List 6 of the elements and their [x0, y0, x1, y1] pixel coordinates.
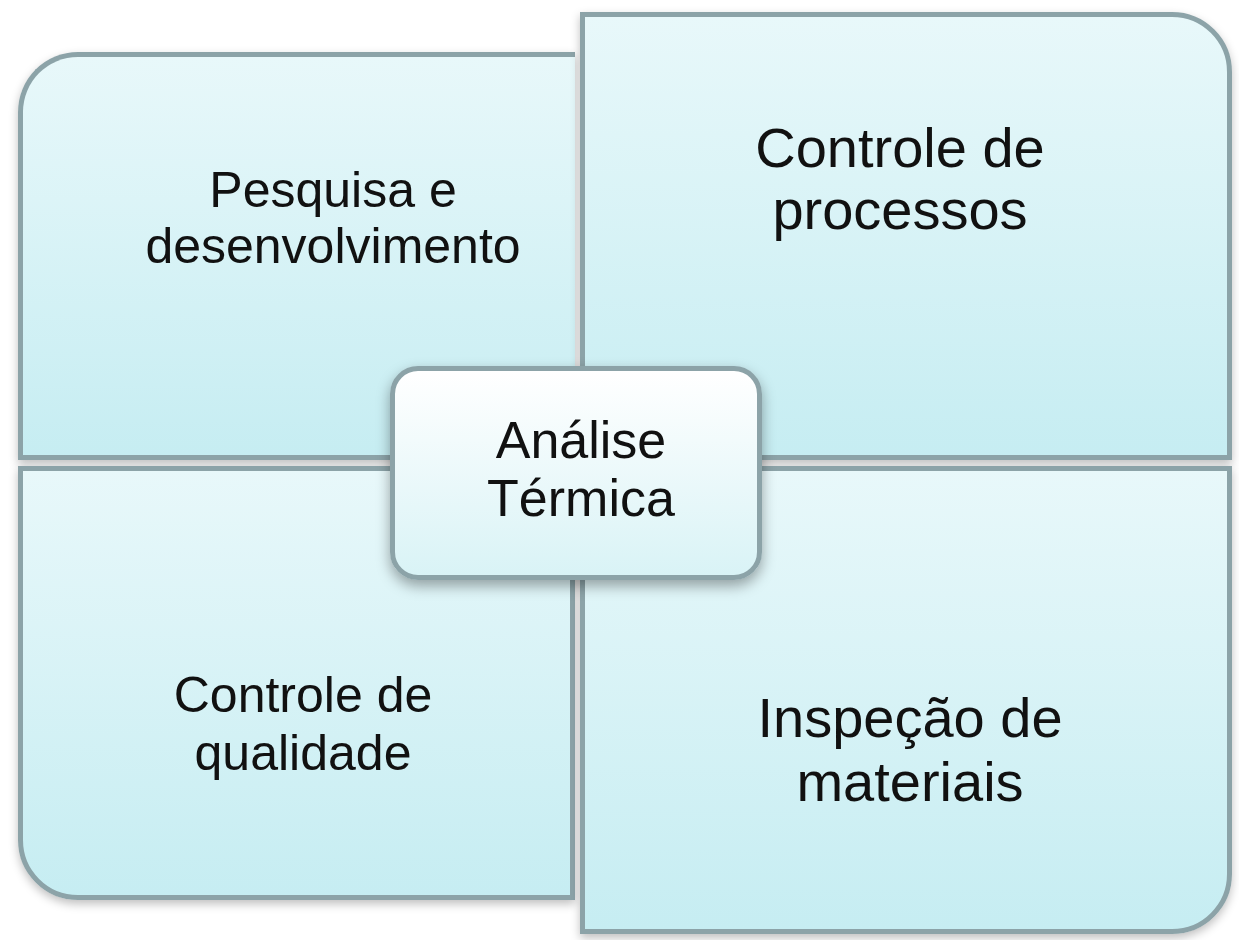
- node-label: Controle de processos: [754, 117, 1046, 241]
- node-label: Pesquisa e desenvolvimento: [144, 162, 522, 274]
- node-label: Inspeção de materiais: [756, 686, 1064, 814]
- center-box: [390, 366, 762, 580]
- node-label: Análise Térmica: [486, 411, 676, 527]
- node-label: Controle de qualidade: [172, 666, 434, 782]
